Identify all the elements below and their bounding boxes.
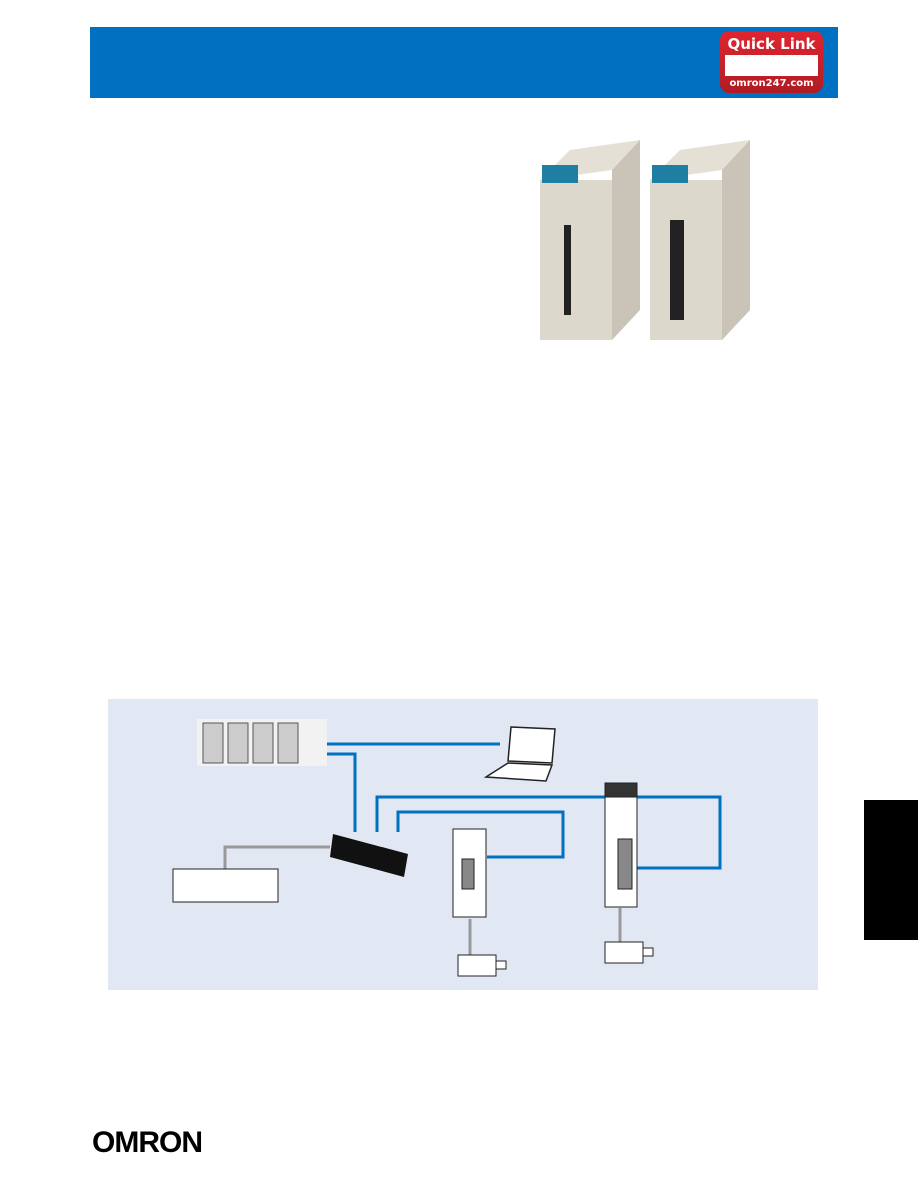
quick-link-title: Quick Link [727, 35, 816, 53]
omron-logo: OMRON [92, 1126, 203, 1159]
servo-motor-1 [457, 954, 507, 977]
system-configuration-diagram [108, 699, 818, 990]
servo-motor-2 [604, 941, 654, 964]
network-cables [327, 742, 722, 870]
module-right [650, 140, 750, 340]
quick-link-badge[interactable]: Quick Link omron247.com [720, 31, 823, 93]
servo-drive-2 [604, 782, 638, 908]
module-left [540, 140, 640, 340]
ethernet-switch-icon [330, 834, 408, 877]
section-index-tab[interactable] [864, 800, 918, 940]
servo-drive-1 [452, 828, 487, 918]
product-photo [540, 140, 750, 340]
quick-link-url[interactable]: omron247.com [729, 78, 814, 89]
plc-modules [202, 722, 299, 764]
quick-link-code-field [725, 55, 818, 76]
external-device-box [172, 868, 279, 903]
laptop-icon [483, 726, 556, 782]
header-banner [90, 27, 838, 98]
gray-cables [223, 845, 622, 955]
